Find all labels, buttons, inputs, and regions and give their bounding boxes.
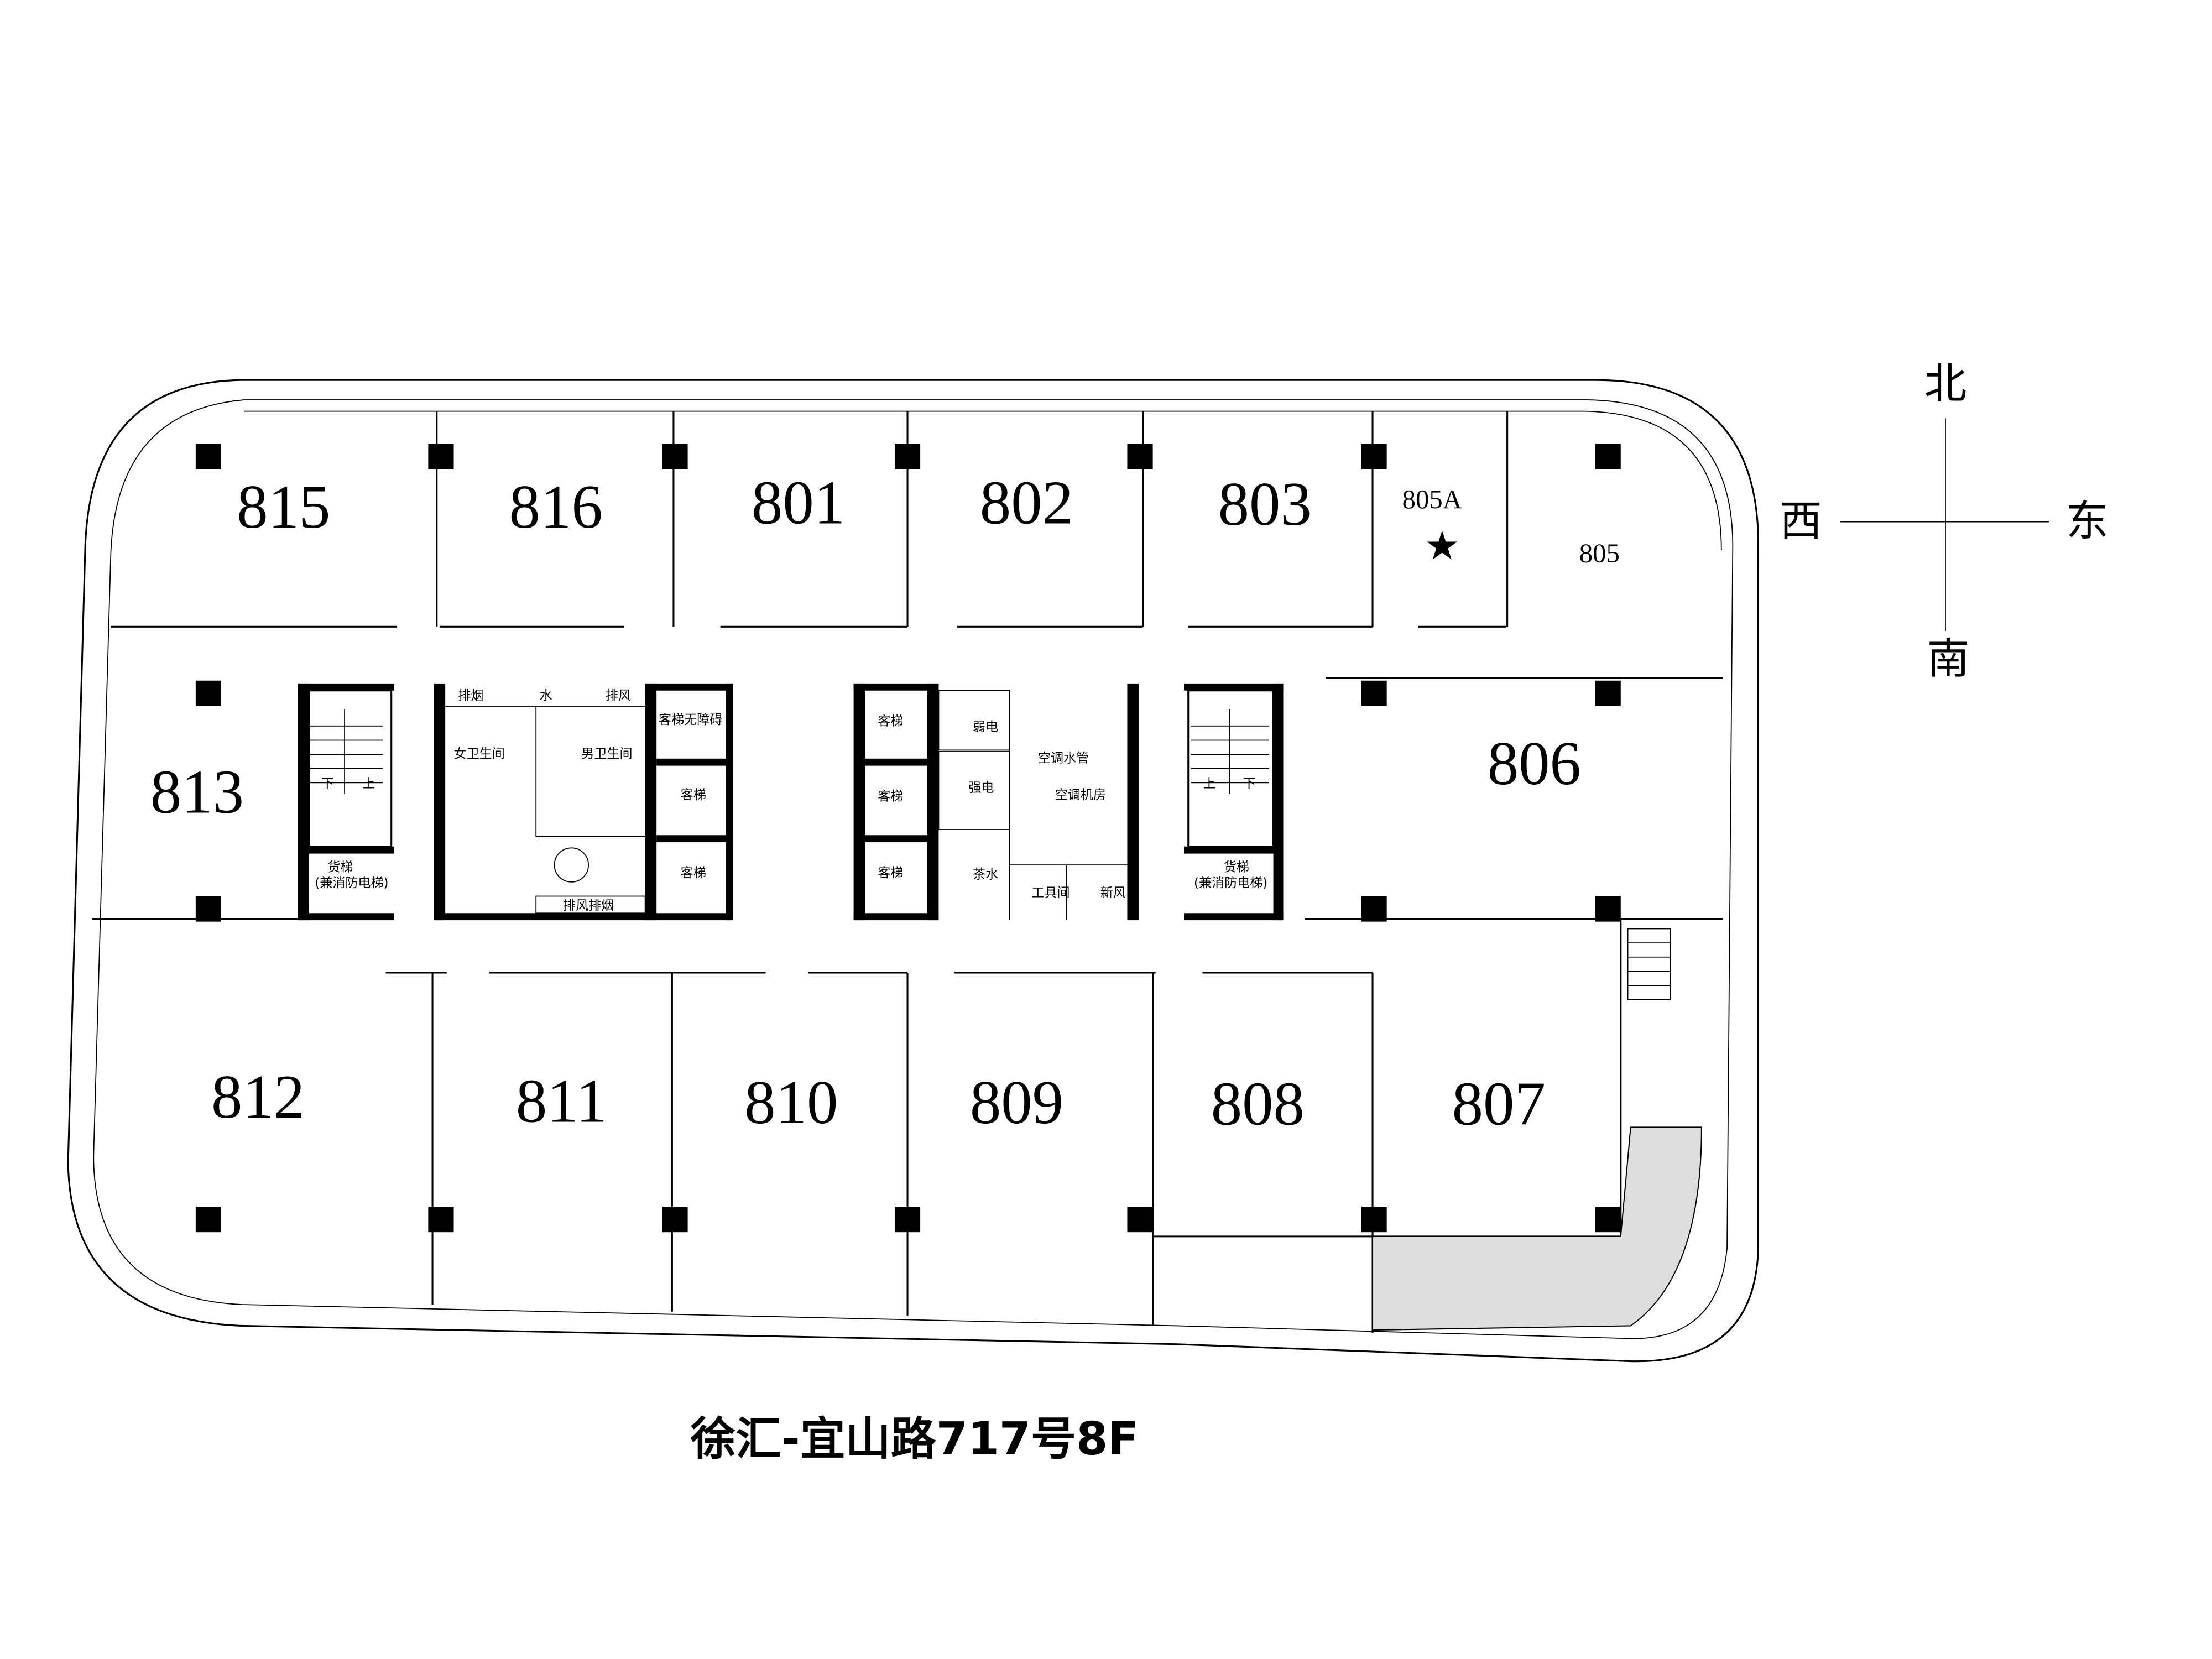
- label-elevator: 客梯: [681, 788, 706, 802]
- label-ac-pipe: 空调水管: [1038, 751, 1089, 765]
- room-809: 809: [970, 1068, 1063, 1137]
- room-801: 801: [752, 468, 845, 537]
- label-freight-elevator: 货梯: [327, 860, 353, 875]
- label-elevator: 客梯: [681, 866, 706, 880]
- label-elevator: 客梯: [878, 714, 903, 729]
- building-outline: [67, 379, 1760, 1363]
- label-smoke-exhaust: 排烟: [458, 688, 483, 703]
- label-mens-restroom: 男卫生间: [581, 747, 632, 761]
- label-down: 下: [1243, 776, 1255, 791]
- room-805: 805: [1579, 538, 1620, 568]
- room-816: 816: [509, 472, 603, 541]
- label-exhaust: 排风: [606, 688, 631, 703]
- core-labels: 排烟 水 排风 客梯无障碍 女卫生间 男卫生间 客梯 客梯 下 上 货梯 (兼消…: [315, 688, 1267, 912]
- label-fire-elevator: (兼消防电梯): [315, 876, 388, 890]
- room-805a: 805A: [1402, 484, 1462, 514]
- room-811: 811: [516, 1066, 607, 1135]
- room-808: 808: [1211, 1070, 1305, 1139]
- label-exhaust-smoke: 排风排烟: [563, 899, 614, 913]
- label-fresh-air: 新风: [1100, 886, 1126, 900]
- compass-south: 南: [1927, 634, 1970, 684]
- compass-east: 东: [2066, 497, 2109, 546]
- room-810: 810: [744, 1068, 838, 1137]
- compass-north: 北: [1924, 359, 1966, 409]
- room-815: 815: [237, 472, 330, 541]
- label-accessible-elevator: 客梯无障碍: [659, 713, 722, 727]
- label-weak-power: 弱电: [973, 720, 998, 734]
- core-left: [298, 683, 733, 921]
- room-812: 812: [211, 1062, 305, 1131]
- room-802: 802: [980, 468, 1073, 537]
- star-icon: ★: [1425, 524, 1460, 568]
- label-up: 上: [1203, 776, 1216, 791]
- compass-west: 西: [1780, 497, 1822, 546]
- terrace: [1372, 1126, 1702, 1331]
- core-right: [853, 683, 1284, 921]
- label-down: 下: [321, 776, 334, 791]
- label-elevator: 客梯: [878, 866, 903, 880]
- label-strong-power: 强电: [968, 781, 994, 795]
- label-tool-room: 工具间: [1031, 886, 1070, 900]
- room-803: 803: [1218, 469, 1312, 539]
- room-806: 806: [1488, 729, 1581, 798]
- label-tea-room: 茶水: [973, 868, 998, 882]
- label-ac-room: 空调机房: [1055, 788, 1106, 802]
- plan-title: 徐汇-宜山路717号8F: [690, 1413, 1139, 1465]
- label-fire-elevator: (兼消防电梯): [1194, 876, 1267, 890]
- label-freight-elevator: 货梯: [1224, 860, 1249, 875]
- label-water: 水: [540, 688, 552, 703]
- facade-line: [244, 410, 1722, 550]
- columns: [195, 444, 1621, 1233]
- label-elevator: 客梯: [878, 790, 903, 804]
- exterior-stair: [1627, 928, 1671, 1000]
- label-up: 上: [362, 776, 375, 791]
- compass: 北 西 东 南: [1780, 359, 2109, 684]
- room-813: 813: [150, 757, 244, 826]
- building-inner-outline: [93, 399, 1734, 1339]
- room-807: 807: [1452, 1070, 1546, 1139]
- label-womens-restroom: 女卫生间: [454, 747, 505, 761]
